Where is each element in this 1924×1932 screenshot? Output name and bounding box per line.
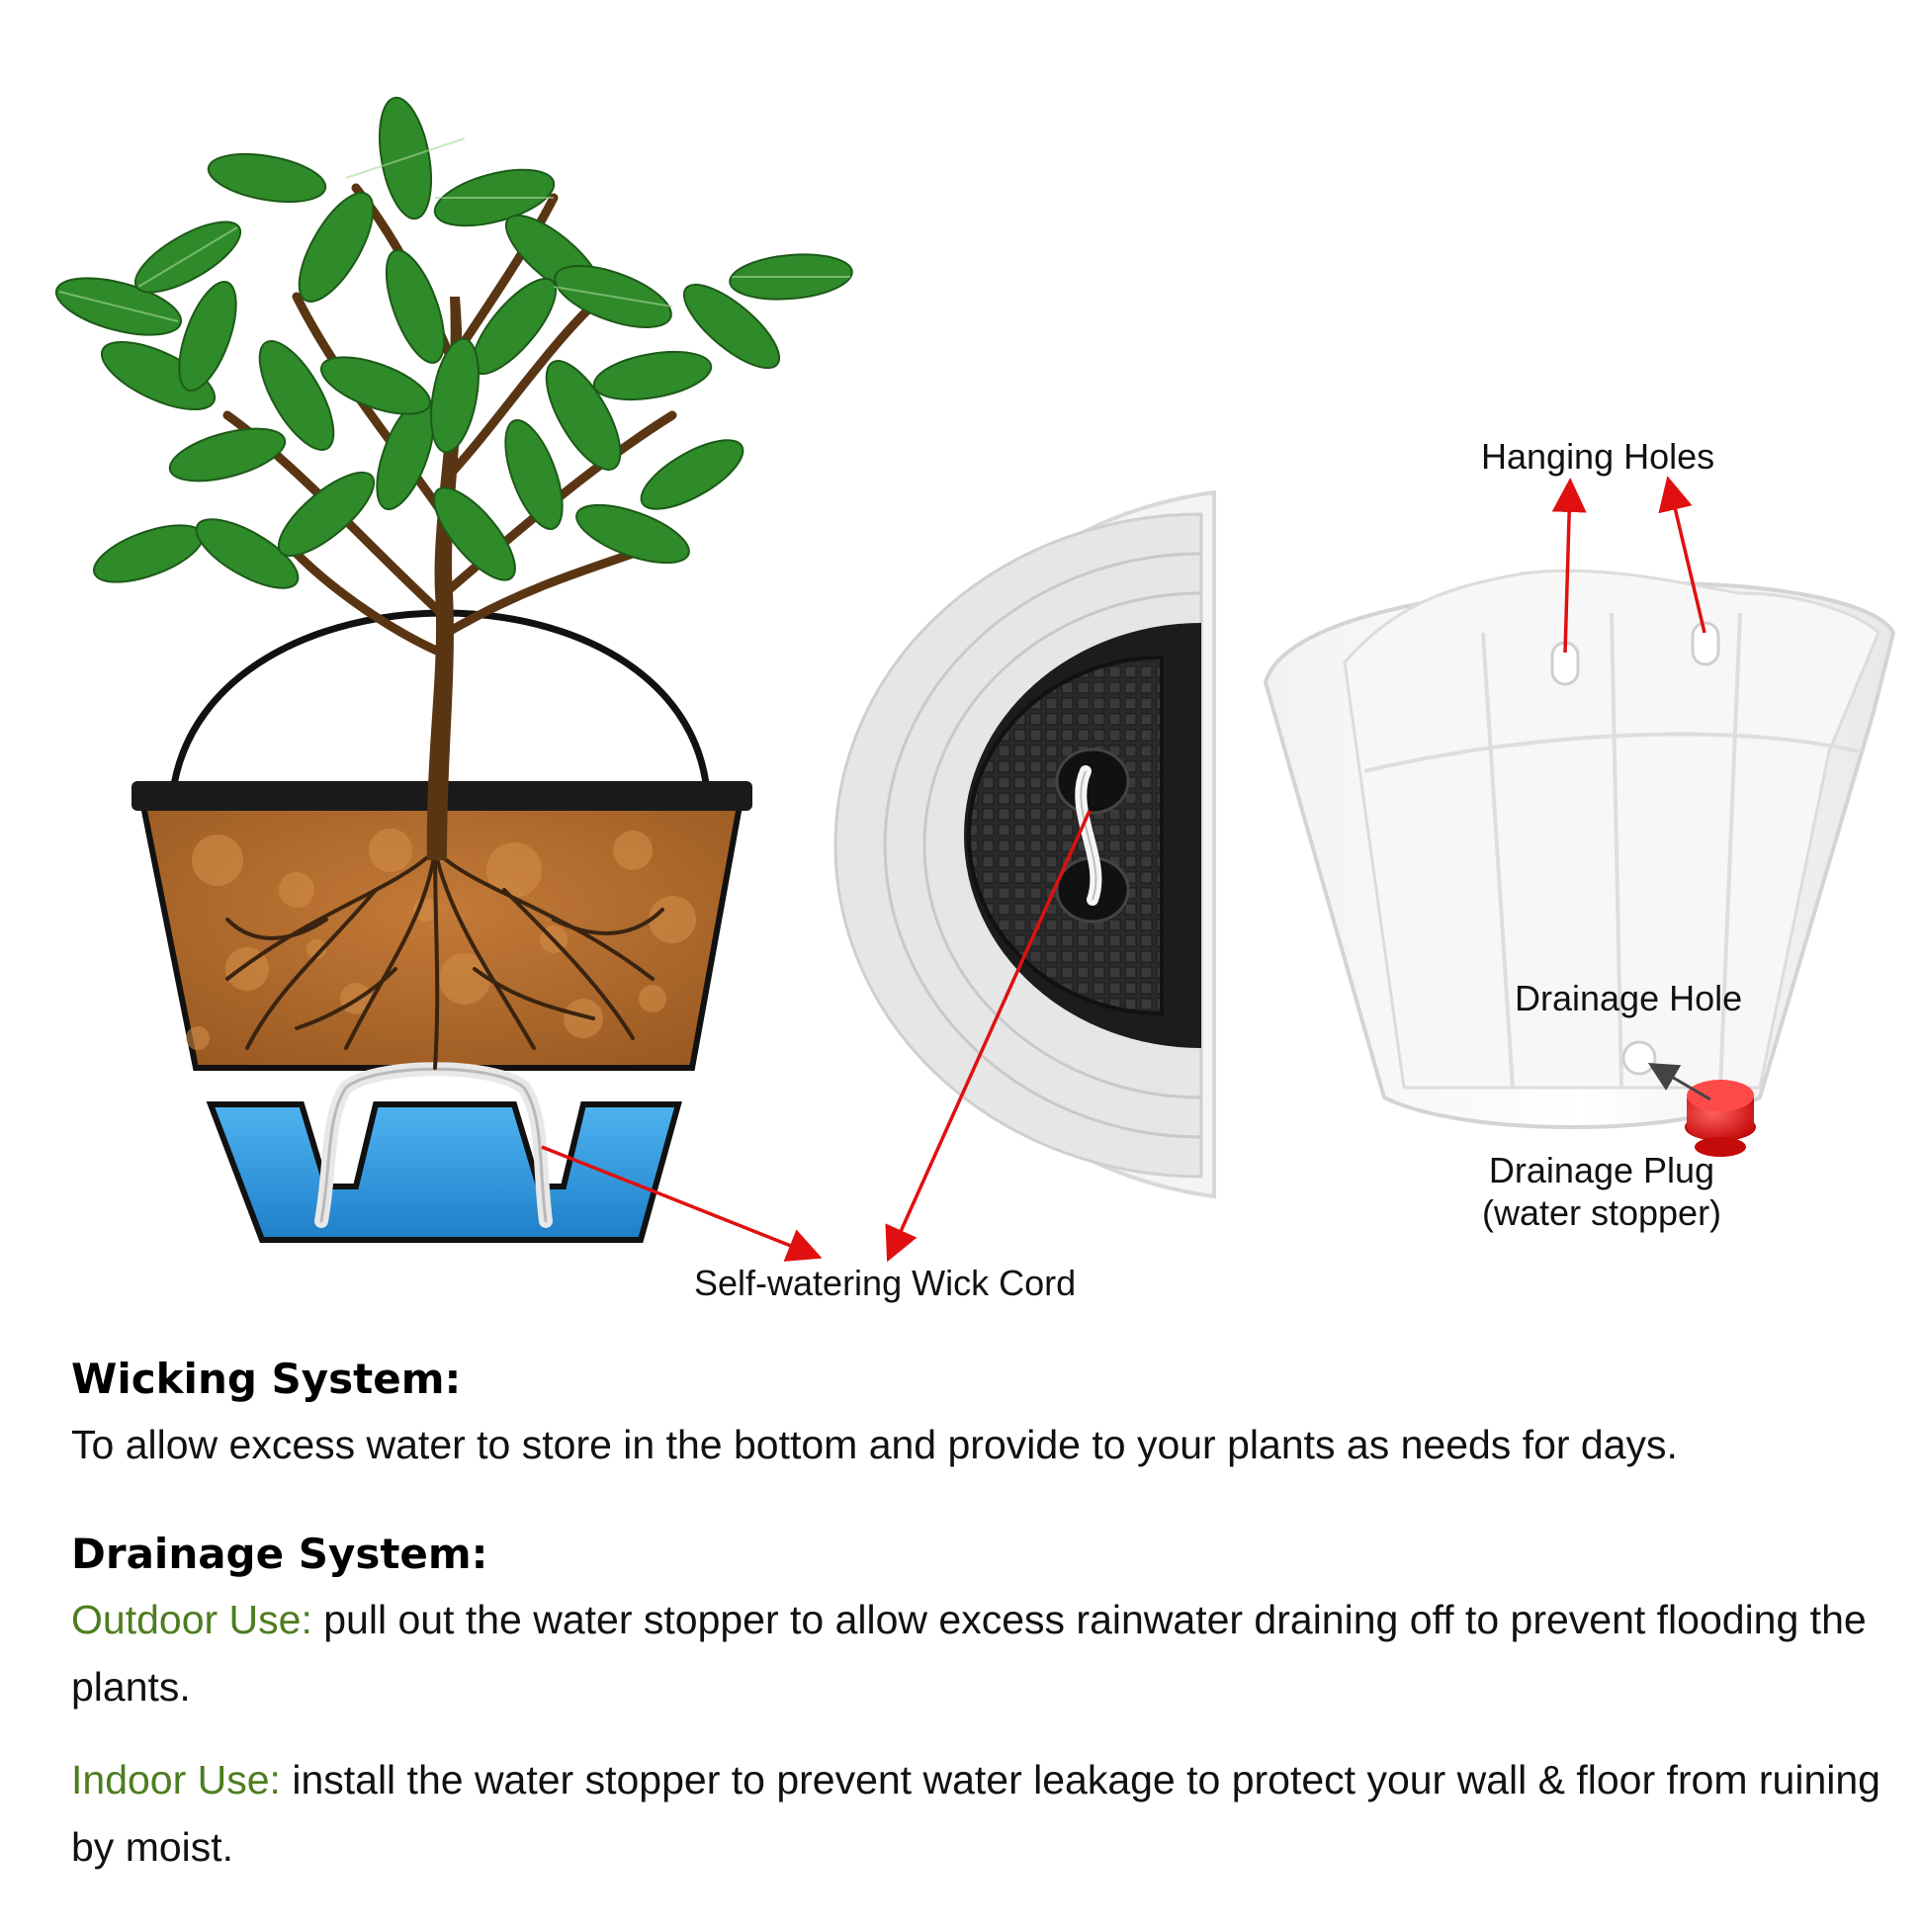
drainage-section: Drainage System: Outdoor Use: pull out t… bbox=[71, 1530, 1880, 1881]
soil-texture bbox=[186, 829, 696, 1050]
plant-leaves bbox=[54, 96, 853, 589]
diagram-area: Hanging Holes Drainage Hole Drainage Plu… bbox=[54, 96, 1896, 1303]
label-drainage-plug-line2: (water stopper) bbox=[1481, 1192, 1722, 1234]
wicking-heading: Wicking System: bbox=[71, 1355, 462, 1403]
callout-arrows bbox=[541, 476, 1711, 1263]
hanging-planter bbox=[1263, 569, 1896, 1157]
wick-hole-top bbox=[1055, 747, 1130, 815]
pot-illustration bbox=[54, 96, 853, 1243]
outdoor-use-label: Outdoor Use: bbox=[71, 1597, 312, 1642]
hanging-hole-right bbox=[1691, 621, 1720, 666]
label-wick-cord: Self-watering Wick Cord bbox=[694, 1263, 1077, 1303]
arrow-hanging-left bbox=[1551, 478, 1587, 654]
outdoor-use-text: pull out the water stopper to allow exce… bbox=[71, 1597, 1867, 1710]
outdoor-use-paragraph: Outdoor Use: pull out the water stopper … bbox=[71, 1586, 1880, 1720]
planter-ribs bbox=[1363, 612, 1860, 1089]
indoor-use-label: Indoor Use: bbox=[71, 1757, 281, 1802]
drainage-heading: Drainage System: bbox=[71, 1530, 488, 1578]
drainage-plug bbox=[1685, 1080, 1756, 1157]
label-drainage-plug-line1: Drainage Plug bbox=[1488, 1150, 1715, 1190]
label-drainage-plug: Drainage Plug (water stopper) bbox=[1463, 1149, 1740, 1234]
description-section: Wicking System: To allow excess water to… bbox=[71, 1355, 1880, 1932]
diagram-svg bbox=[54, 96, 1896, 1263]
indoor-use-paragraph: Indoor Use: install the water stopper to… bbox=[71, 1746, 1880, 1881]
label-drainage-hole: Drainage Hole bbox=[1515, 978, 1743, 1018]
indoor-use-text: install the water stopper to prevent wat… bbox=[71, 1757, 1880, 1870]
wicking-section: Wicking System: To allow excess water to… bbox=[71, 1355, 1880, 1478]
plant-roots bbox=[225, 848, 664, 1070]
planter-top-view bbox=[833, 489, 1216, 1199]
drainage-hole bbox=[1621, 1040, 1657, 1076]
planter-scallops bbox=[883, 552, 1202, 1139]
wicking-text: To allow excess water to store in the bo… bbox=[71, 1422, 1678, 1467]
arrow-drainage bbox=[1647, 1062, 1711, 1101]
label-hanging-holes: Hanging Holes bbox=[1481, 436, 1715, 477]
arrow-wick-middle bbox=[885, 810, 1092, 1263]
arrow-wick-left bbox=[541, 1145, 823, 1262]
arrow-hanging-right bbox=[1658, 476, 1706, 634]
